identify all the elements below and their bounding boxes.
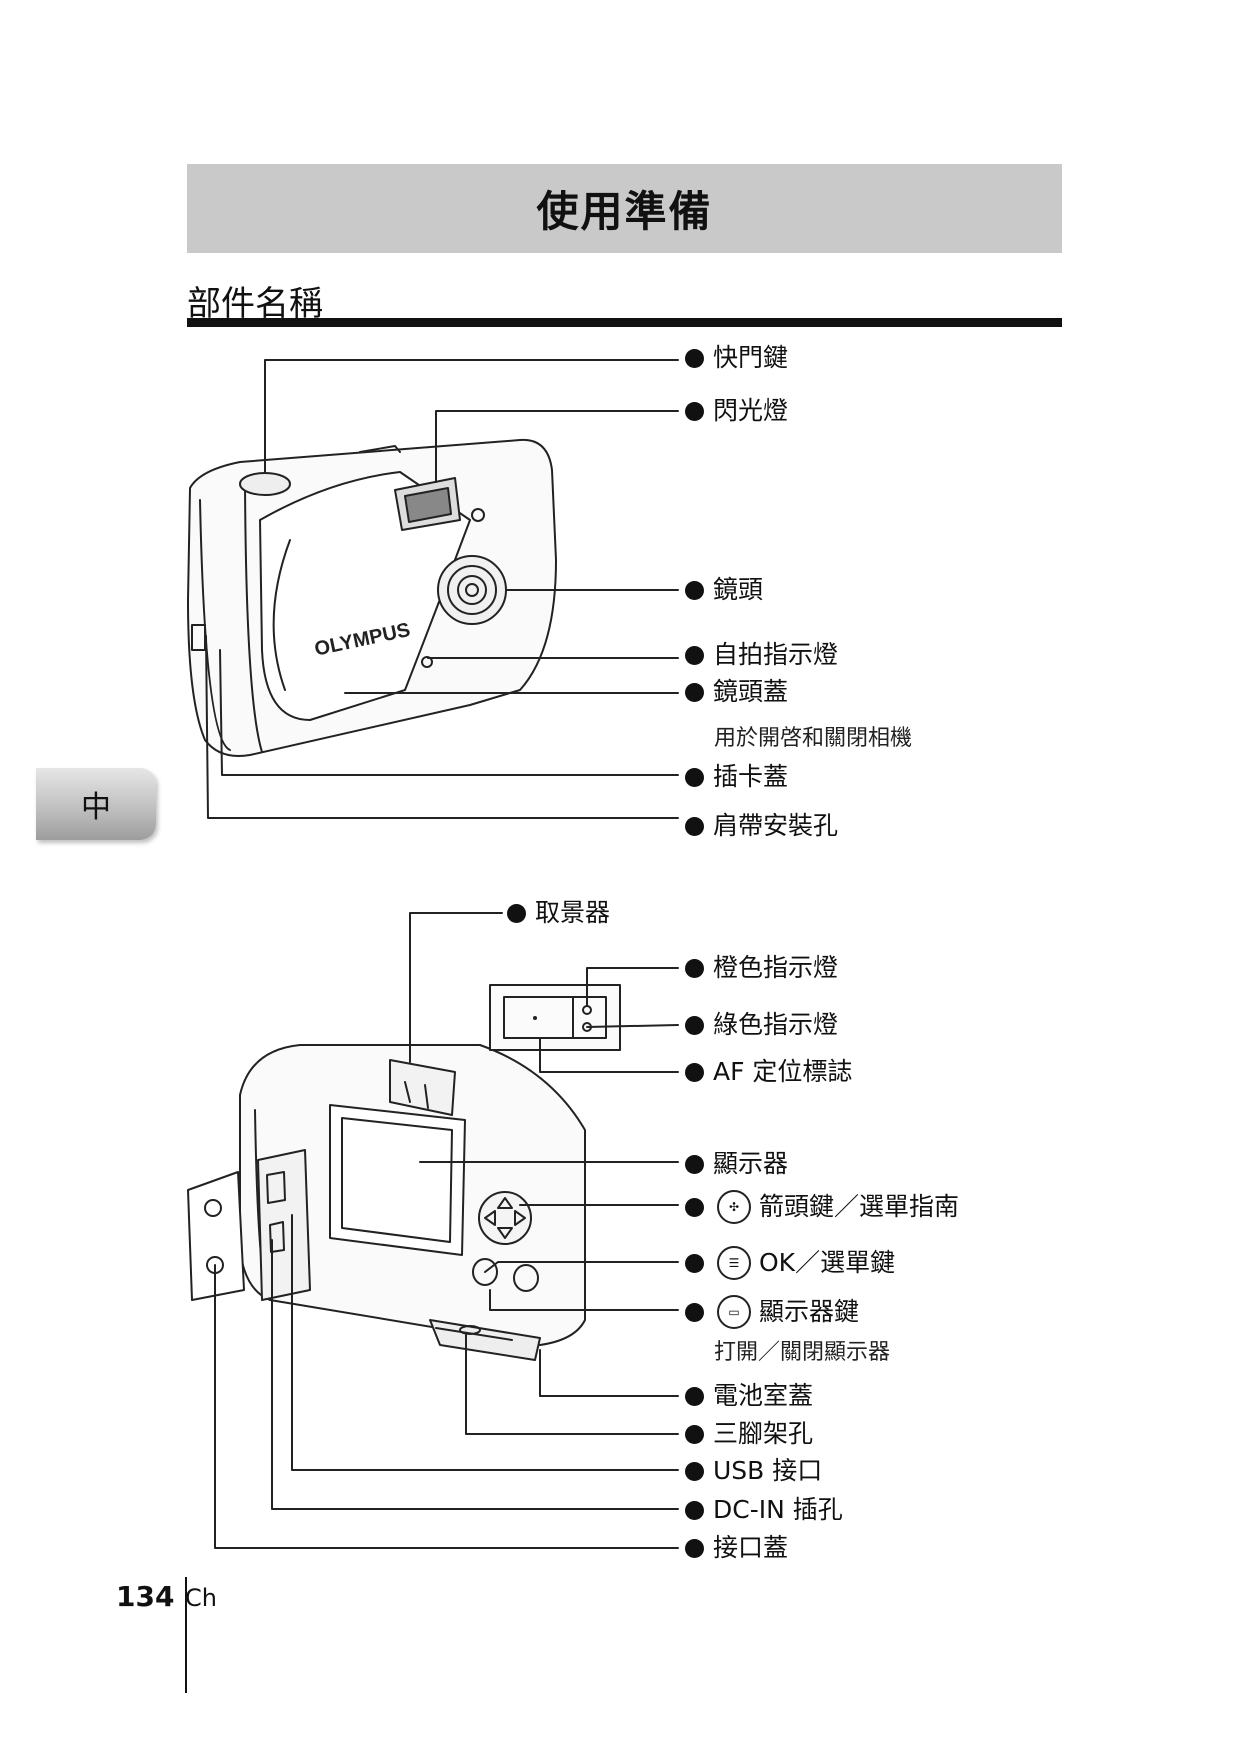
bullet-icon	[685, 1063, 704, 1082]
monitor-button-description: 打開／關閉顯示器	[714, 1334, 890, 1366]
label-lens-barrier: 鏡頭蓋	[685, 677, 788, 707]
arrow-pad-icon: ✣	[717, 1190, 751, 1224]
label-usb-connector: USB 接口	[685, 1456, 822, 1486]
camera-front-illustration	[188, 440, 556, 756]
bullet-icon	[685, 1155, 704, 1174]
bullet-icon	[685, 1016, 704, 1035]
label-tripod-socket: 三腳架孔	[685, 1419, 813, 1449]
bullet-icon	[685, 1501, 704, 1520]
bullet-icon	[685, 683, 704, 702]
bullet-icon	[685, 959, 704, 978]
label-dc-in-jack: DC-IN 插孔	[685, 1495, 843, 1525]
bullet-icon	[685, 1539, 704, 1558]
bullet-icon	[685, 1303, 704, 1322]
label-lens: 鏡頭	[685, 575, 763, 605]
bullet-icon	[685, 768, 704, 787]
label-monitor: 顯示器	[685, 1149, 788, 1179]
page-number: 134	[116, 1580, 174, 1613]
bullet-icon	[685, 1462, 704, 1481]
language-code: Ch	[185, 1584, 217, 1612]
label-shutter-button: 快門鍵	[685, 343, 788, 373]
bullet-icon	[685, 817, 704, 836]
camera-back-illustration	[188, 985, 620, 1360]
bullet-icon	[685, 1425, 704, 1444]
lens-barrier-description: 用於開啓和關閉相機	[714, 720, 912, 752]
bullet-icon	[685, 581, 704, 600]
bullet-icon	[685, 1254, 704, 1273]
label-self-timer-lamp: 自拍指示燈	[685, 640, 838, 670]
label-strap-eyelet: 肩帶安裝孔	[685, 811, 838, 841]
label-connector-cover: 接口蓋	[685, 1533, 788, 1563]
label-monitor-button: ▭ 顯示器鍵	[685, 1295, 859, 1329]
label-orange-lamp: 橙色指示燈	[685, 953, 838, 983]
bullet-icon	[685, 402, 704, 421]
label-flash: 閃光燈	[685, 396, 788, 426]
ok-menu-icon: ☰	[717, 1246, 751, 1280]
bullet-icon	[685, 1198, 704, 1217]
bullet-icon	[685, 1387, 704, 1406]
label-af-target-mark: AF 定位標誌	[685, 1057, 852, 1087]
label-ok-menu-button: ☰ OK／選單鍵	[685, 1246, 895, 1280]
label-viewfinder: 取景器	[507, 898, 610, 928]
bullet-icon	[685, 646, 704, 665]
label-green-lamp: 綠色指示燈	[685, 1010, 838, 1040]
monitor-icon: ▭	[717, 1295, 751, 1329]
bullet-icon	[507, 904, 526, 923]
label-card-cover: 插卡蓋	[685, 762, 788, 792]
label-battery-cover: 電池室蓋	[685, 1381, 813, 1411]
bullet-icon	[685, 349, 704, 368]
label-arrow-pad: ✣ 箭頭鍵／選單指南	[685, 1190, 959, 1224]
